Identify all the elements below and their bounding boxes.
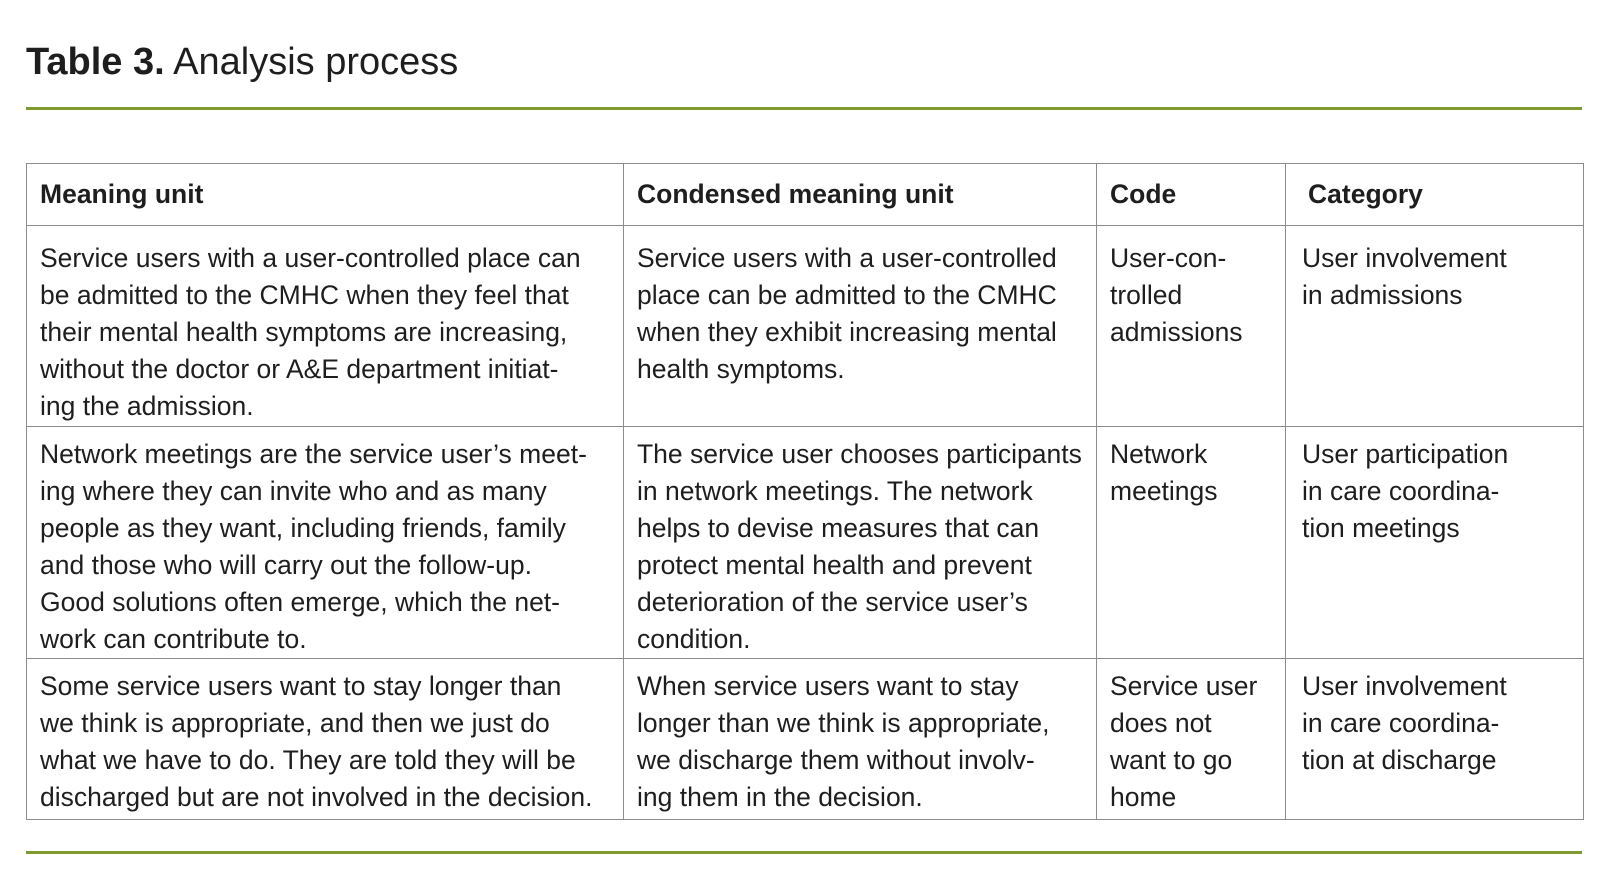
cell-category: User participation in care coordina- tio… — [1285, 426, 1584, 659]
cell-code: Network meetings — [1096, 426, 1286, 659]
table-caption-label: Table 3. — [26, 41, 165, 83]
bottom-rule — [26, 851, 1582, 854]
table-row: Some service users want to stay longer t… — [26, 658, 1584, 820]
table-row: Service users with a user-controlled pla… — [26, 225, 1584, 427]
cell-category: User involvement in care coordina- tion … — [1285, 658, 1584, 820]
cell-condensed-meaning-unit: Service users with a user-controlled pla… — [623, 225, 1097, 427]
cell-meaning-unit: Network meetings are the service user’s … — [26, 426, 624, 659]
table-caption-text: Analysis process — [173, 41, 459, 83]
cell-code: Service user does not want to go home — [1096, 658, 1286, 820]
cell-category: User involvement in admissions — [1285, 225, 1584, 427]
analysis-table: Meaning unit Condensed meaning unit Code… — [26, 163, 1584, 820]
header-category: Category — [1285, 163, 1584, 226]
header-meaning-unit: Meaning unit — [26, 163, 624, 226]
cell-meaning-unit: Some service users want to stay longer t… — [26, 658, 624, 820]
top-rule — [26, 107, 1582, 110]
cell-meaning-unit: Service users with a user-controlled pla… — [26, 225, 624, 427]
header-code: Code — [1096, 163, 1286, 226]
table-row: Network meetings are the service user’s … — [26, 426, 1584, 659]
table-caption: Table 3. Analysis process — [26, 38, 458, 86]
header-row: Meaning unit Condensed meaning unit Code… — [26, 163, 1584, 226]
cell-condensed-meaning-unit: When service users want to stay longer t… — [623, 658, 1097, 820]
cell-condensed-meaning-unit: The service user chooses participants in… — [623, 426, 1097, 659]
cell-code: User-con- trolled admissions — [1096, 225, 1286, 427]
header-condensed-meaning-unit: Condensed meaning unit — [623, 163, 1097, 226]
